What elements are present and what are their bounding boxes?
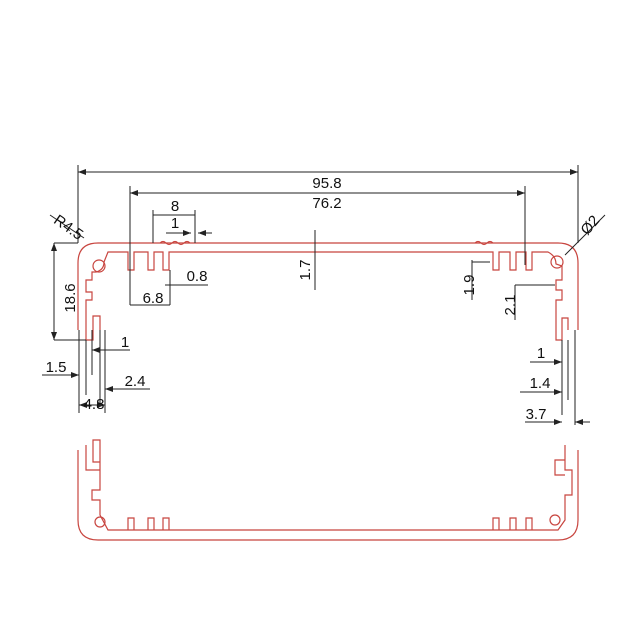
dim-left-slot: 1 [121,334,129,351]
dim-left-total: 4.8 [84,396,105,413]
dim-right-slot: 1 [537,345,545,362]
dim-fin-pitch: 1 [171,215,179,232]
dim-right-wall: 1.4 [530,375,551,392]
enclosure-profile-bottom [77,439,579,541]
dim-side-height: 18.6 [62,283,79,312]
screw-boss-left [92,259,106,273]
dim-fin-offset: 6.8 [143,290,164,307]
dim-hole-diameter: Ø2 [577,212,603,238]
dim-left-wall: 1.5 [46,359,67,376]
dim-fin-group: 8 [171,198,179,215]
screw-boss-right [550,255,564,269]
dim-wall-thickness: 1.7 [297,260,314,281]
dim-fin-gap: 0.8 [187,268,208,285]
dim-overall-width: 95.8 [312,175,341,192]
dim-right-rib: 2.1 [502,295,519,316]
dimension-lines [42,165,606,425]
dim-right-total: 3.7 [526,406,547,423]
enclosure-profile-top [77,240,579,341]
dim-right-fin-depth: 1.9 [461,275,478,296]
dim-inner-width: 76.2 [312,195,341,212]
dim-corner-radius: R4.5 [50,212,86,244]
dim-left-tab: 2.4 [125,373,146,390]
